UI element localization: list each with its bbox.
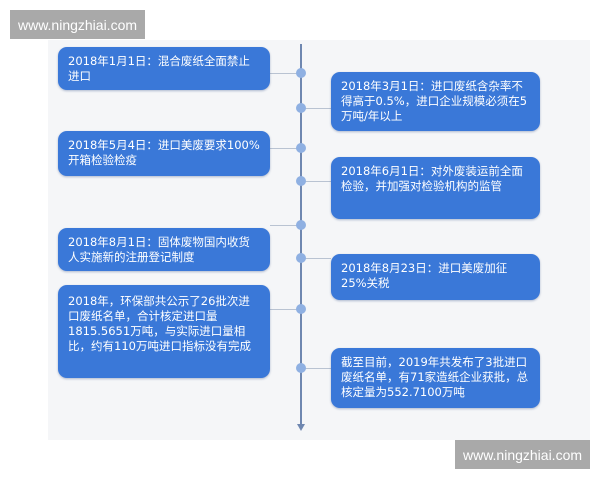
connector (270, 309, 300, 310)
event-box-2018-08-23: 2018年8月23日：进口美废加征25%关税 (331, 254, 540, 300)
connector (302, 368, 331, 369)
timeline-node (296, 304, 306, 314)
event-box-2018-summary: 2018年，环保部共公示了26批次进口废纸名单，合计核定进口量1815.5651… (58, 285, 270, 378)
connector (270, 148, 300, 149)
timeline-node (296, 68, 306, 78)
timeline-node (296, 220, 306, 230)
watermark-bottom: www.ningzhiai.com (455, 440, 590, 469)
event-box-2018-03-01: 2018年3月1日：进口废纸含杂率不得高于0.5%，进口企业规模必须在5万吨/年… (331, 72, 540, 131)
timeline-axis (300, 44, 302, 426)
timeline-node (296, 143, 306, 153)
timeline-node (296, 176, 306, 186)
event-box-2018-05-04: 2018年5月4日：进口美废要求100%开箱检验检疫 (58, 131, 270, 176)
connector (270, 225, 300, 226)
timeline-node (296, 363, 306, 373)
timeline-arrow-down-icon (297, 424, 305, 431)
connector (302, 258, 331, 259)
timeline-node (296, 253, 306, 263)
event-box-2018-08-01: 2018年8月1日：固体废物国内收货人实施新的注册登记制度 (58, 228, 270, 271)
timeline-node (296, 103, 306, 113)
event-box-2018-01-01: 2018年1月1日：混合废纸全面禁止进口 (58, 47, 270, 90)
event-box-2018-06-01: 2018年6月1日：对外废装运前全面检验，并加强对检验机构的监管 (331, 157, 540, 219)
event-box-2019-summary: 截至目前，2019年共发布了3批进口废纸名单，有71家造纸企业获批，总核定量为5… (331, 348, 540, 408)
connector (270, 73, 300, 74)
connector (302, 181, 331, 182)
watermark-top: www.ningzhiai.com (10, 10, 145, 39)
connector (302, 108, 331, 109)
